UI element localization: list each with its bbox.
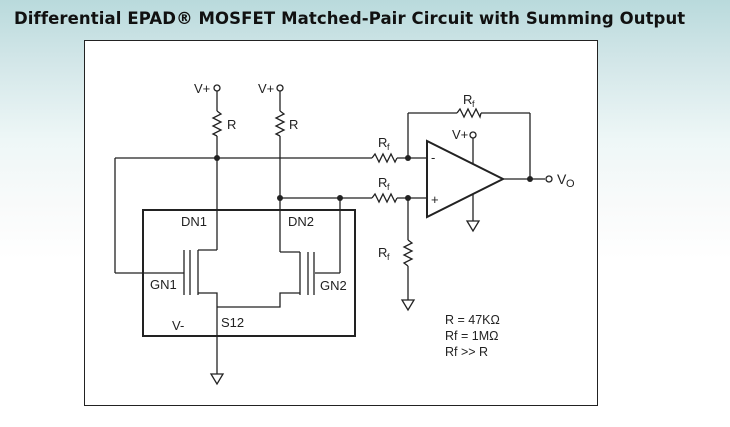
opamp: - + V+ bbox=[426, 127, 506, 221]
pin-label-vminus: V- bbox=[172, 318, 184, 333]
note-rf-relation: Rf >> R bbox=[445, 345, 488, 359]
supply-label-1: V+ bbox=[194, 81, 210, 96]
output-label: V bbox=[557, 171, 567, 187]
note-rf-value: Rf = 1MΩ bbox=[445, 329, 498, 343]
resistor-label-r1: R bbox=[227, 117, 236, 132]
pin-label-gn2: GN2 bbox=[320, 278, 347, 293]
note-r-value: R = 47KΩ bbox=[445, 313, 500, 327]
load-resistor-2: R bbox=[274, 91, 298, 198]
junction-dots bbox=[214, 155, 533, 201]
input-resistor-inverting: R f bbox=[371, 135, 398, 164]
resistor-label-r2: R bbox=[289, 117, 298, 132]
mosfet-1 bbox=[183, 249, 218, 307]
mosfet-2 bbox=[217, 251, 315, 308]
pin-label-dn1: DN1 bbox=[181, 214, 207, 229]
input-resistor-noninverting: R f bbox=[371, 175, 398, 204]
supply-terminal-2: V+ bbox=[258, 81, 284, 96]
output-terminal: V O bbox=[545, 171, 575, 190]
page-title: Differential EPAD® MOSFET Matched-Pair C… bbox=[14, 9, 686, 28]
rf-label-inv: R bbox=[378, 135, 387, 150]
output-subscript: O bbox=[566, 178, 575, 190]
wires bbox=[114, 112, 545, 374]
rf-label-ground: R bbox=[378, 245, 387, 260]
rf-label-feedback: R bbox=[463, 92, 472, 107]
opamp-supply-label: V+ bbox=[452, 127, 468, 142]
supply-terminal-1: V+ bbox=[194, 81, 221, 96]
ground-icon bbox=[209, 373, 225, 386]
rf-subscript-inv: f bbox=[387, 142, 390, 152]
component-notes: R = 47KΩ Rf = 1MΩ Rf >> R bbox=[445, 313, 500, 359]
rf-label-noninv: R bbox=[378, 175, 387, 190]
pin-label-gn1: GN1 bbox=[150, 277, 177, 292]
ground-icon bbox=[465, 220, 481, 233]
rf-subscript-noninv: f bbox=[387, 182, 390, 192]
schematic-frame bbox=[84, 40, 598, 406]
opamp-inverting-sign: - bbox=[431, 150, 435, 165]
supply-label-2: V+ bbox=[258, 81, 274, 96]
pin-label-s12: S12 bbox=[221, 315, 244, 330]
rf-subscript-ground: f bbox=[387, 252, 390, 262]
ground-resistor: R f bbox=[378, 239, 414, 267]
ground-icon bbox=[400, 299, 416, 312]
load-resistor-1: R bbox=[211, 91, 236, 158]
mosfet-package: DN1 DN2 GN1 GN2 S12 V- bbox=[142, 209, 356, 337]
opamp-noninverting-sign: + bbox=[431, 192, 439, 207]
feedback-resistor: R f bbox=[456, 92, 482, 119]
pin-label-dn2: DN2 bbox=[288, 214, 314, 229]
rf-subscript-feedback: f bbox=[472, 99, 475, 109]
